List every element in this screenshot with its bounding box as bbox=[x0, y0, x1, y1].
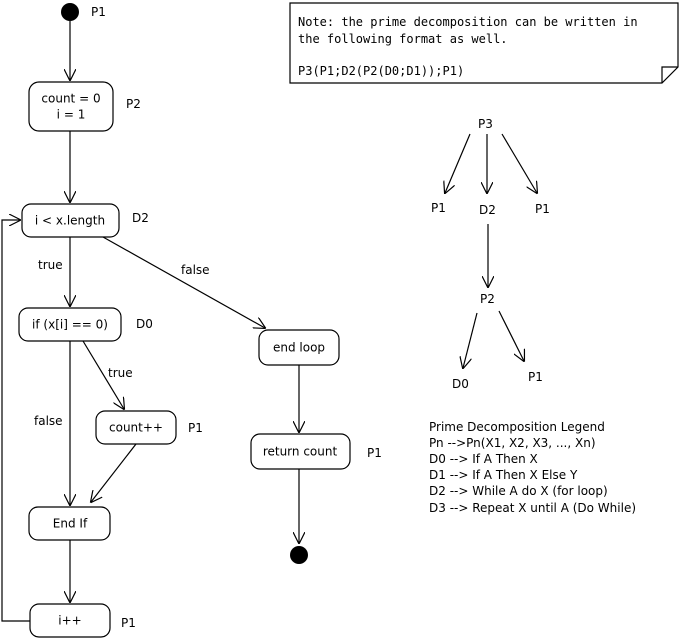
tree-mid: D2 bbox=[479, 203, 496, 217]
edge-loop-true-label: true bbox=[38, 258, 63, 272]
legend-title: Prime Decomposition Legend bbox=[429, 420, 605, 434]
edge-loop-false bbox=[102, 236, 265, 328]
init-line1: count = 0 bbox=[41, 92, 100, 106]
tree-edge-root-right bbox=[501, 133, 537, 193]
return-count-label: P1 bbox=[367, 446, 382, 460]
legend-item: Pn -->Pn(X1, X2, X3, ..., Xn) bbox=[429, 436, 596, 450]
tree-left: P1 bbox=[431, 201, 446, 215]
end-if-text: End If bbox=[53, 517, 88, 531]
init-node bbox=[28, 81, 114, 132]
legend-item: D1 --> If A Then X Else Y bbox=[429, 468, 578, 482]
edge-if-false-label: false bbox=[34, 414, 63, 428]
edge-count-endif bbox=[91, 443, 137, 502]
legend-item: D0 --> If A Then X bbox=[429, 452, 538, 466]
init-line2: i = 1 bbox=[57, 108, 86, 122]
loop-label: D2 bbox=[132, 211, 149, 225]
note-fold bbox=[661, 66, 678, 83]
note-line-1: Note: the prime decomposition can be wri… bbox=[298, 15, 638, 29]
tree-edge-root-left bbox=[445, 133, 471, 193]
legend-item: D2 --> While A do X (for loop) bbox=[429, 484, 608, 498]
tree-edge-child-left bbox=[463, 312, 478, 368]
init-label: P2 bbox=[126, 97, 141, 111]
tree-leaf-right: P1 bbox=[528, 370, 543, 384]
edge-loop-false-label: false bbox=[181, 263, 210, 277]
end-loop-text: end loop bbox=[273, 341, 325, 355]
end-node bbox=[290, 546, 308, 564]
note-line-2: the following format as well. bbox=[298, 32, 508, 46]
start-node bbox=[61, 3, 79, 21]
count-increment-label: P1 bbox=[188, 421, 203, 435]
return-count-node bbox=[250, 433, 351, 470]
tree-right: P1 bbox=[535, 202, 550, 216]
note-box bbox=[289, 2, 679, 84]
i-increment-label: P1 bbox=[121, 616, 136, 630]
edge-if-true bbox=[82, 340, 124, 409]
tree-edge-child-right bbox=[498, 310, 524, 361]
tree-mid-child: P2 bbox=[480, 292, 495, 306]
start-label: P1 bbox=[91, 5, 106, 19]
if-label: D0 bbox=[136, 317, 153, 331]
if-condition-text: if (x[i] == 0) bbox=[32, 318, 108, 332]
return-count-text: return count bbox=[263, 445, 338, 459]
tree-leaf-left: D0 bbox=[452, 377, 469, 391]
note-line-3: P3(P1;D2(P2(D0;D1));P1) bbox=[298, 64, 464, 78]
edge-loop-back bbox=[1, 220, 30, 622]
loop-condition-text: i < x.length bbox=[35, 214, 105, 228]
count-increment-text: count++ bbox=[109, 421, 163, 435]
tree-root: P3 bbox=[478, 117, 493, 131]
legend-item: D3 --> Repeat X until A (Do While) bbox=[429, 501, 636, 515]
edge-if-true-label: true bbox=[108, 366, 133, 380]
i-increment-text: i++ bbox=[58, 614, 81, 628]
